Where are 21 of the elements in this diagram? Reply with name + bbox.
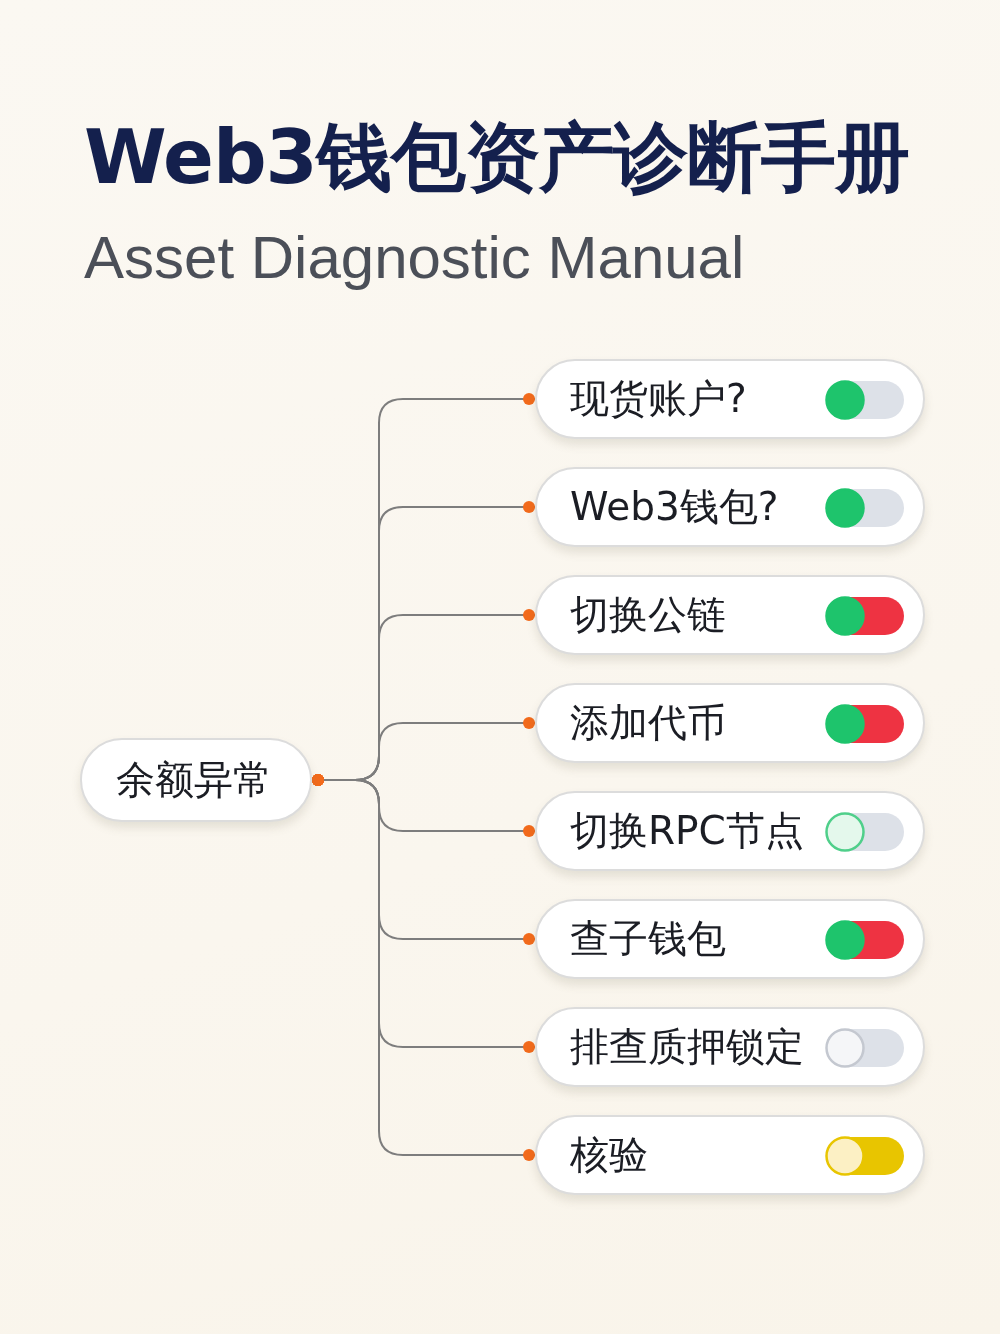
node-label: Web3钱包?: [570, 484, 779, 531]
node-label: 核验: [570, 1132, 648, 1179]
node-label: 切换公链: [570, 592, 726, 639]
connector-line: [311, 774, 536, 1161]
pill-node: [535, 683, 925, 763]
pill-node: [80, 738, 312, 822]
node-label: 排查质押锁定: [570, 1024, 804, 1071]
pill-node: [535, 467, 925, 547]
pill-node: [535, 899, 925, 979]
node-label: 现货账户?: [570, 376, 747, 423]
title: Web3钱包资产诊断手册: [84, 112, 909, 202]
pill-node: [535, 575, 925, 655]
pill-node: [535, 1115, 925, 1195]
node-label: 添加代币: [570, 700, 726, 747]
pill-node: [535, 1007, 925, 1087]
subtitle: Asset Diagnostic Manual: [84, 223, 745, 293]
node-label: 切换RPC节点: [570, 808, 804, 855]
node-label: 查子钱包: [570, 916, 726, 963]
node-label: 余额异常: [116, 757, 272, 804]
pill-node: [535, 791, 925, 871]
pill-node: [535, 359, 925, 439]
